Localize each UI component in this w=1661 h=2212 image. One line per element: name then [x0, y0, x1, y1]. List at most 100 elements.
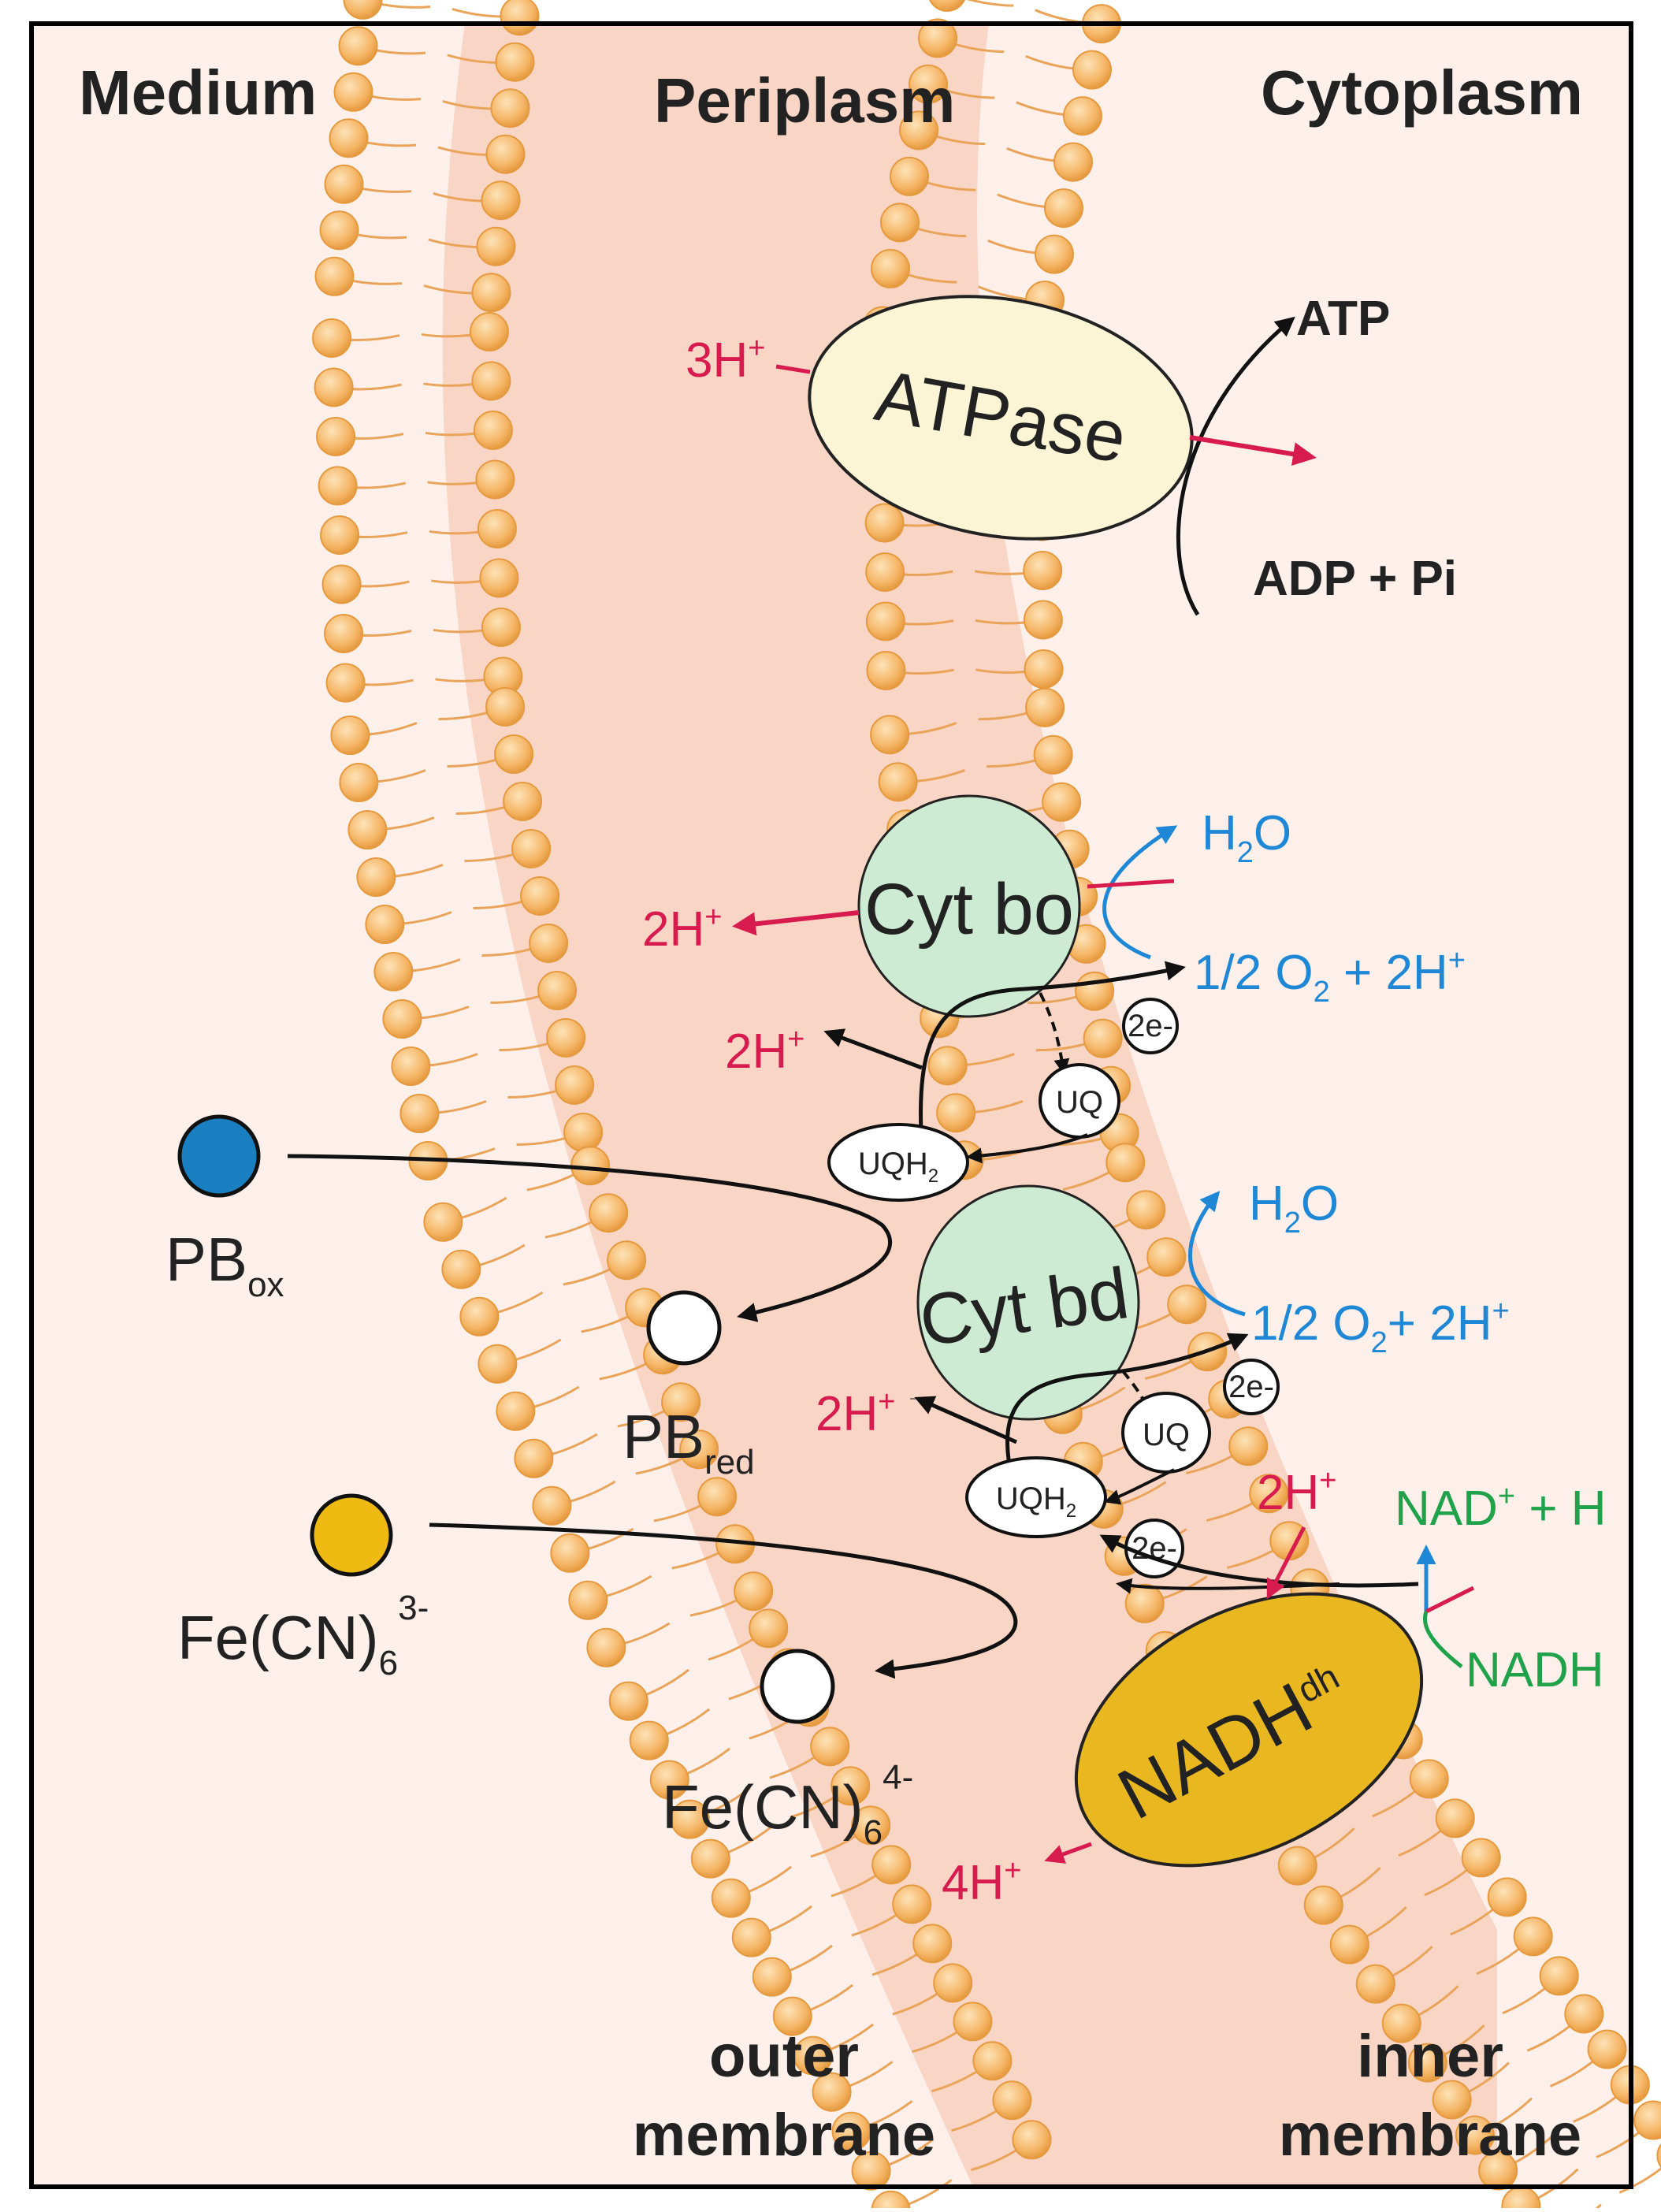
lower-proton-arrow	[914, 1396, 1018, 1444]
lipid-head	[485, 134, 526, 174]
lipid-head	[312, 318, 352, 358]
lipid-head	[481, 608, 521, 648]
lipid-head	[537, 970, 578, 1010]
periplasm-label: Periplasm	[654, 65, 955, 136]
lipid-head	[529, 923, 569, 963]
outer-membrane-label-1: outer	[709, 2023, 859, 2090]
lipid-head	[1126, 1190, 1166, 1230]
lipid-head	[871, 2190, 911, 2212]
lipid-head	[314, 256, 355, 296]
lipid-head	[477, 1344, 518, 1384]
lipid-head	[365, 905, 405, 945]
pb-ox-label: PBox	[165, 1225, 284, 1304]
cyt-bd-group: Cyt bd H2O 1/2 O2+ 2H+	[910, 1177, 1510, 1421]
lipid-head	[423, 1202, 463, 1242]
ferrocyanide-label: Fe(CN)64-	[662, 1758, 913, 1852]
cyt-bo-water-arrow	[1102, 825, 1178, 960]
cyt-bo-proton-tick	[1087, 879, 1175, 889]
lipid-head	[382, 999, 422, 1039]
lipid-head	[324, 164, 364, 204]
nadh-electron-arrow	[1099, 1534, 1419, 1588]
upper-uq-to-uqh2-arrow	[966, 1133, 1088, 1164]
atpase-enzyme	[808, 295, 1194, 541]
lipid-head	[670, 1799, 710, 1839]
lipid-head	[477, 509, 517, 549]
ferricyanide-label: Fe(CN)63-	[177, 1589, 429, 1682]
lipid-head	[864, 503, 905, 543]
lipid-head	[629, 1720, 669, 1760]
lower-electron-label: 2e-	[1228, 1370, 1274, 1404]
ferricyanide-oxidized	[310, 1493, 393, 1577]
lipid-head	[496, 1391, 536, 1431]
lipid-head	[520, 876, 560, 916]
lipid-head	[471, 361, 511, 401]
nadh-proton-in-arrow	[1266, 1526, 1306, 1600]
pb-red-label: PBred	[622, 1402, 755, 1481]
lipid-head	[1053, 142, 1093, 182]
lipid-head	[890, 156, 930, 196]
lipid-head	[1025, 687, 1065, 727]
lipid-tail	[1590, 2203, 1602, 2212]
nadh-to-quinone-arrow	[1116, 1578, 1340, 1594]
lipid-head	[878, 762, 918, 802]
nadh-protons-in: 2H+	[1257, 1464, 1336, 1520]
lipid-head	[338, 26, 378, 66]
lipid-head	[749, 1608, 789, 1649]
ferricyanide-mediator: Fe(CN)63- Fe(CN)64-	[177, 1493, 1018, 1852]
lipid-head	[441, 1249, 481, 1289]
lipid-head	[772, 1996, 812, 2036]
lipid-head	[812, 2072, 852, 2112]
quinone-cycle-lower: 2H+ UQ 2e- UQH2 2e-	[816, 1333, 1419, 1594]
lipid-tail	[1618, 2167, 1661, 2194]
lipid-head	[1024, 649, 1064, 690]
nadh-proton-tick	[1425, 1586, 1475, 1614]
lipid-head	[649, 1760, 689, 1800]
lipid-head	[1277, 1846, 1317, 1886]
lipid-head	[1329, 1924, 1369, 1965]
lipid-head	[1656, 2143, 1661, 2169]
lipid-head	[972, 2041, 1013, 2081]
lipid-head	[1539, 1956, 1579, 1996]
lipid-head	[865, 552, 905, 592]
lipid-head	[1355, 1964, 1395, 2004]
nadh-substrate: NADH	[1466, 1643, 1604, 1697]
lipid-head	[319, 210, 359, 251]
lipid-head	[810, 1727, 850, 1767]
medium-label: Medium	[79, 58, 317, 128]
lipid-head	[1105, 1143, 1146, 1183]
lipid-head	[1633, 2100, 1661, 2140]
figure-border	[29, 21, 1633, 2189]
lipid-head	[494, 734, 534, 774]
lipid-head	[866, 650, 906, 690]
lipid-head	[1435, 1798, 1475, 1838]
lipid-head	[1487, 1877, 1527, 1917]
prussian-blue-mediator: PBox PBred	[165, 1114, 893, 1481]
cyt-bo-water: H2O	[1202, 806, 1291, 869]
lipid-head	[471, 273, 511, 313]
lipid-head	[1303, 1885, 1343, 1925]
lipid-head	[330, 716, 370, 756]
lipid-head	[831, 2111, 871, 2151]
cyt-bo-proton-out-arrow	[732, 910, 860, 936]
lipid-head	[495, 42, 535, 82]
lipid-head	[1033, 734, 1073, 775]
lower-electron-arrow	[1005, 1333, 1249, 1482]
nadh-dh-group: NADHdh 2H+ NAD+ + H NADH 4H+	[942, 1464, 1607, 1910]
lipid-head	[321, 564, 362, 604]
lipid-head	[608, 1681, 648, 1721]
lipid-head	[316, 416, 356, 456]
lipid-head	[1043, 188, 1083, 229]
inner-membrane-label-2: membrane	[1279, 2102, 1581, 2169]
lipid-head	[992, 2080, 1032, 2121]
lipid-head	[1381, 2003, 1421, 2043]
lipid-head	[329, 118, 369, 158]
lipid-head	[1587, 2029, 1627, 2069]
lower-electron-pair	[1223, 1359, 1280, 1415]
lipid-head	[661, 1382, 701, 1422]
lipid-head	[899, 110, 939, 151]
lipid-head	[1478, 2151, 1518, 2191]
cytoplasm-label: Cytoplasm	[1261, 58, 1583, 128]
atpase-proton-out-arrow	[1189, 435, 1317, 466]
cyt-bd-water-arrow	[1188, 1191, 1246, 1317]
